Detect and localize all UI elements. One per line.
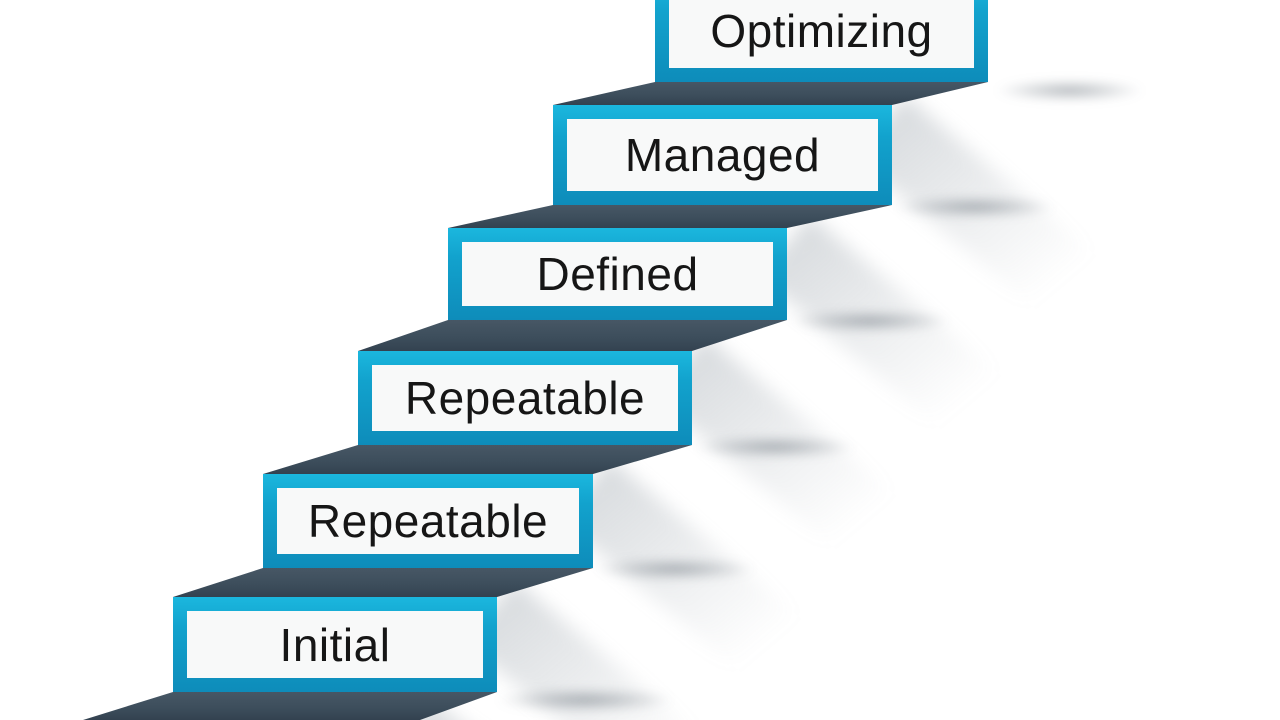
step-label: Repeatable — [307, 495, 549, 547]
edge-shadow-optimizing — [982, 78, 1157, 103]
step-label-plate: Repeatable — [372, 365, 678, 431]
step-label-plate: Managed — [567, 119, 878, 191]
edge-shadow-repeatable-3 — [680, 434, 870, 460]
step-label: Optimizing — [710, 5, 933, 57]
step-label-plate: Initial — [187, 611, 483, 678]
step-face-defined: Defined — [448, 228, 787, 320]
step-label: Initial — [279, 618, 391, 671]
step-face-optimizing: Optimizing — [655, 0, 988, 82]
edge-shadow-managed — [880, 194, 1070, 220]
step-face-repeatable-2: Repeatable — [263, 474, 593, 568]
step-label-plate: Repeatable — [277, 488, 579, 554]
step-face-repeatable-3: Repeatable — [358, 351, 692, 445]
step-face-initial: Initial — [173, 597, 497, 692]
step-tread-defined — [448, 205, 892, 228]
step-label-plate: Optimizing — [669, 0, 974, 68]
step-tread-repeatable-2 — [263, 445, 692, 474]
step-label: Repeatable — [404, 372, 646, 424]
step-tread-repeatable-3 — [358, 320, 787, 351]
step-face-managed: Managed — [553, 105, 892, 205]
step-label: Managed — [624, 129, 821, 181]
edge-shadow-initial — [480, 686, 690, 714]
step-label-plate: Defined — [462, 242, 773, 306]
edge-shadow-repeatable-2 — [580, 556, 770, 582]
step-tread-managed — [553, 82, 988, 105]
step-label: Defined — [536, 248, 699, 300]
edge-shadow-defined — [775, 308, 965, 334]
